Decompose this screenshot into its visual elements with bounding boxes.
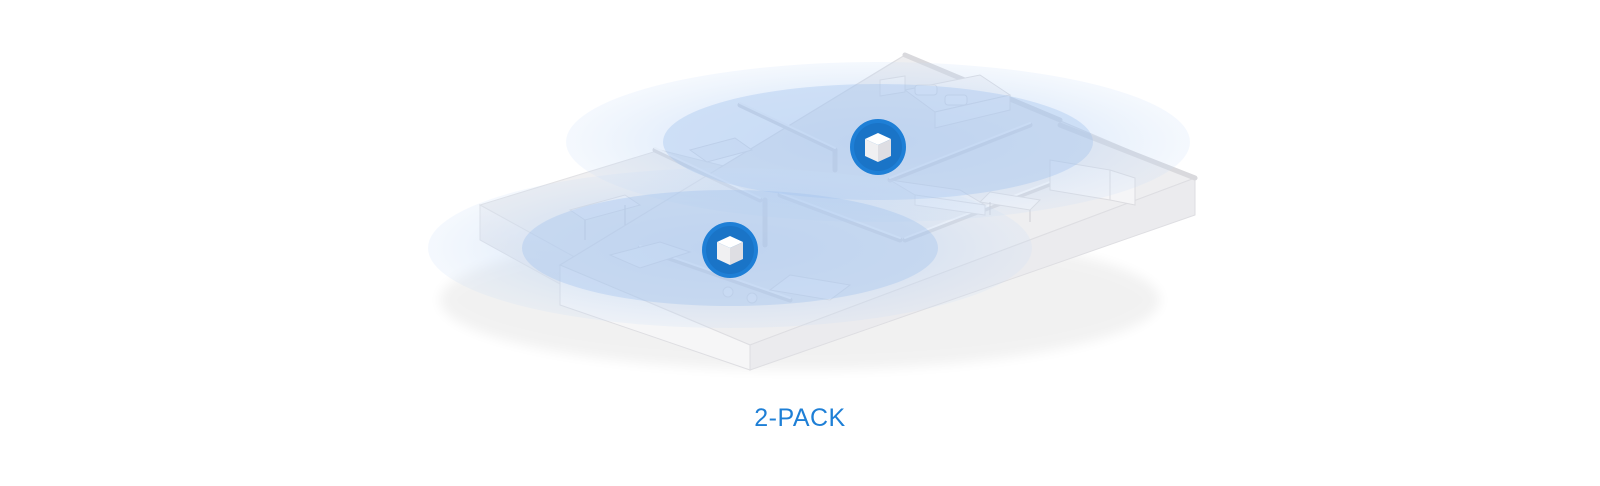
mesh-router-cube-icon <box>850 119 906 175</box>
pack-label: 2-PACK <box>754 404 846 432</box>
mesh-router-cube-icon <box>702 222 758 278</box>
